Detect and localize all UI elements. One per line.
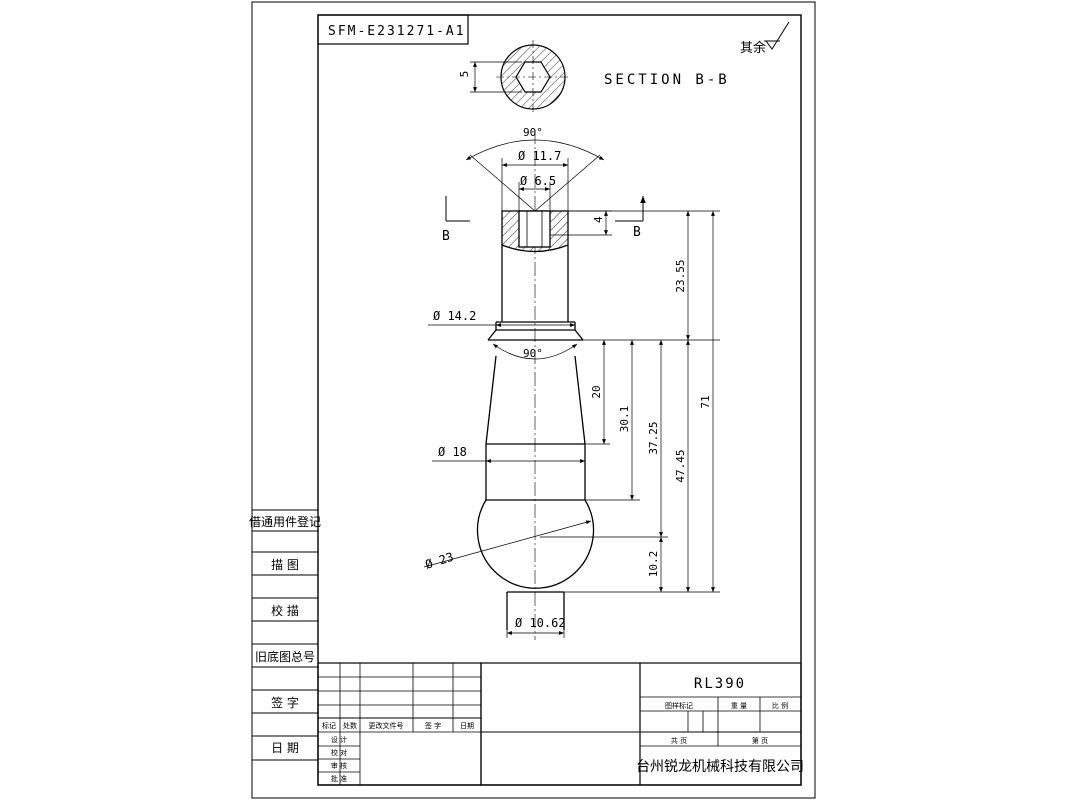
scale-label: 比 例: [772, 701, 788, 710]
section-mark-left: B: [442, 229, 450, 244]
dim-dia-18: Ø 18: [438, 445, 467, 459]
dim-dia-11-7: Ø 11.7: [518, 149, 561, 163]
revision-header: 更改文件号: [369, 721, 404, 730]
section-mark-right: B: [633, 225, 641, 240]
left-panel-item: 日 期: [271, 741, 299, 755]
dim-dia-6-5: Ø 6.5: [520, 174, 556, 188]
dimension-lines: [423, 139, 720, 638]
dim-len-10-2: 10.2: [647, 551, 660, 578]
dim-len-23-55: 23.55: [674, 259, 687, 292]
left-panel-item: 借通用件登记: [249, 514, 321, 529]
dim-len-30-1: 30.1: [618, 406, 631, 433]
drawing-number-box: SFM-E231271-A1: [317, 14, 469, 45]
dim-len-20: 20: [590, 385, 603, 398]
section-marks: [445, 196, 646, 222]
dimension-texts: 90° Ø 11.7 Ø 6.5 4 Ø 14.2 90° Ø 18 Ø 23 …: [424, 126, 712, 630]
left-panel-item: 签 字: [271, 695, 299, 710]
company-name: 台州锐龙机械科技有限公司: [636, 759, 804, 775]
revision-table: 标记 处数 更改文件号 签 字 日期 设 计 校 对 审 核 批 准: [317, 662, 482, 786]
dim-dia-23: Ø 23: [424, 550, 456, 572]
revision-role: 审 核: [331, 761, 347, 770]
left-panel-item: 描 图: [271, 558, 299, 572]
revision-role: 设 计: [331, 735, 347, 744]
left-panel-item: 旧底图总号: [255, 649, 315, 664]
surface-finish-note: 其余: [740, 21, 790, 56]
weight-label: 重 量: [731, 702, 747, 710]
dim-dia-14-2: Ø 14.2: [433, 309, 476, 323]
revision-header: 签 字: [425, 721, 441, 730]
title-block: RL390 图样标记 重 量 比 例 共 页 第 页 台州锐龙机械科技有限公司: [480, 662, 804, 786]
dim-len-47-45: 47.45: [674, 449, 687, 482]
section-view: 5 SECTION B-B: [458, 40, 730, 114]
dim-len-37-25: 37.25: [647, 421, 660, 454]
left-panel: 借通用件登记 描 图 校 描 旧底图总号 签 字 日 期: [249, 509, 321, 761]
dim-len-71: 71: [699, 395, 712, 408]
section-title: SECTION B-B: [604, 72, 730, 88]
total-sheets-label: 共 页: [671, 736, 687, 745]
hex-height-dim: 5: [458, 71, 471, 78]
part-name: RL390: [694, 676, 746, 692]
part-outline: [476, 210, 595, 630]
drawing-number: SFM-E231271-A1: [328, 24, 466, 39]
dim-angle-top: 90°: [523, 126, 543, 139]
revision-header: 日期: [460, 722, 474, 730]
revision-header: 标记: [322, 721, 336, 730]
surface-note-text: 其余: [740, 40, 766, 56]
drawing-mark-label: 图样标记: [665, 701, 693, 710]
roughness-symbol-icon: [765, 21, 790, 50]
left-panel-item: 校 描: [271, 603, 299, 618]
revision-header: 处数: [343, 721, 357, 730]
revision-role: 校 对: [331, 748, 347, 757]
revision-role: 批 准: [331, 774, 347, 783]
dim-dia-10-62: Ø 10.62: [515, 616, 566, 630]
dim-depth-4: 4: [592, 216, 605, 223]
dim-angle-mid: 90°: [523, 347, 543, 360]
sheet-label: 第 页: [752, 736, 768, 745]
